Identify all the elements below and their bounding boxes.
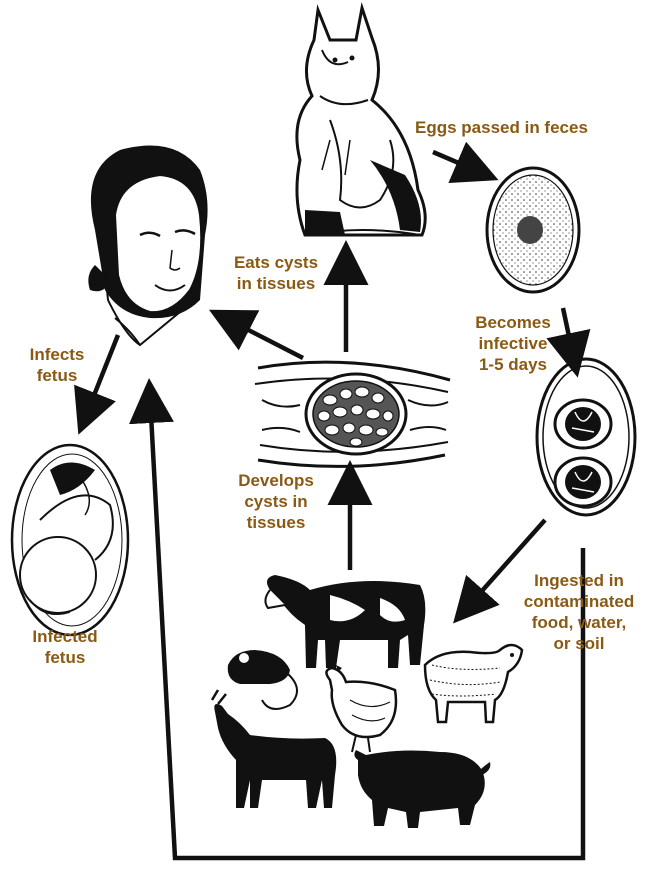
goat-icon — [212, 690, 336, 808]
pig-icon — [354, 750, 490, 828]
chicken-icon — [326, 665, 396, 752]
tissue-cyst-icon — [255, 362, 450, 466]
label-line: Eats cysts — [222, 252, 330, 273]
label-eggs-passed: Eggs passed in feces — [415, 117, 588, 138]
label-line: Infects — [22, 344, 92, 365]
label-line: food, water, — [515, 612, 643, 633]
label-line: Ingested in — [515, 570, 643, 591]
label-infects-fetus: Infects fetus — [22, 344, 92, 386]
arrow-cyst-to-woman — [225, 318, 303, 358]
fetus-illustration — [12, 445, 128, 635]
cat-illustration — [297, 8, 425, 235]
egg-embryonated-icon — [537, 359, 635, 515]
sheep-icon — [425, 645, 522, 722]
woman-illustration — [88, 146, 207, 346]
cow-icon — [265, 575, 425, 668]
label-line: Develops — [228, 470, 324, 491]
label-line: fetus — [22, 365, 92, 386]
label-line: Infected — [20, 626, 110, 647]
label-develops-cysts: Develops cysts in tissues — [228, 470, 324, 533]
label-line: in tissues — [222, 273, 330, 294]
rat-icon — [228, 650, 297, 709]
label-line: contaminated — [515, 591, 643, 612]
label-line: fetus — [20, 647, 110, 668]
label-line: tissues — [228, 512, 324, 533]
arrow-cat-to-egg — [433, 152, 482, 173]
label-eats-cysts: Eats cysts in tissues — [222, 252, 330, 294]
label-line: 1-5 days — [458, 354, 568, 375]
label-line: infective — [458, 333, 568, 354]
label-line: cysts in — [228, 491, 324, 512]
label-line: or soil — [515, 633, 643, 654]
label-infected-fetus: Infected fetus — [20, 626, 110, 668]
label-becomes-infective: Becomes infective 1-5 days — [458, 312, 568, 375]
egg-unembryonated-icon — [487, 168, 579, 292]
label-line: Becomes — [458, 312, 568, 333]
label-ingested: Ingested in contaminated food, water, or… — [515, 570, 643, 654]
